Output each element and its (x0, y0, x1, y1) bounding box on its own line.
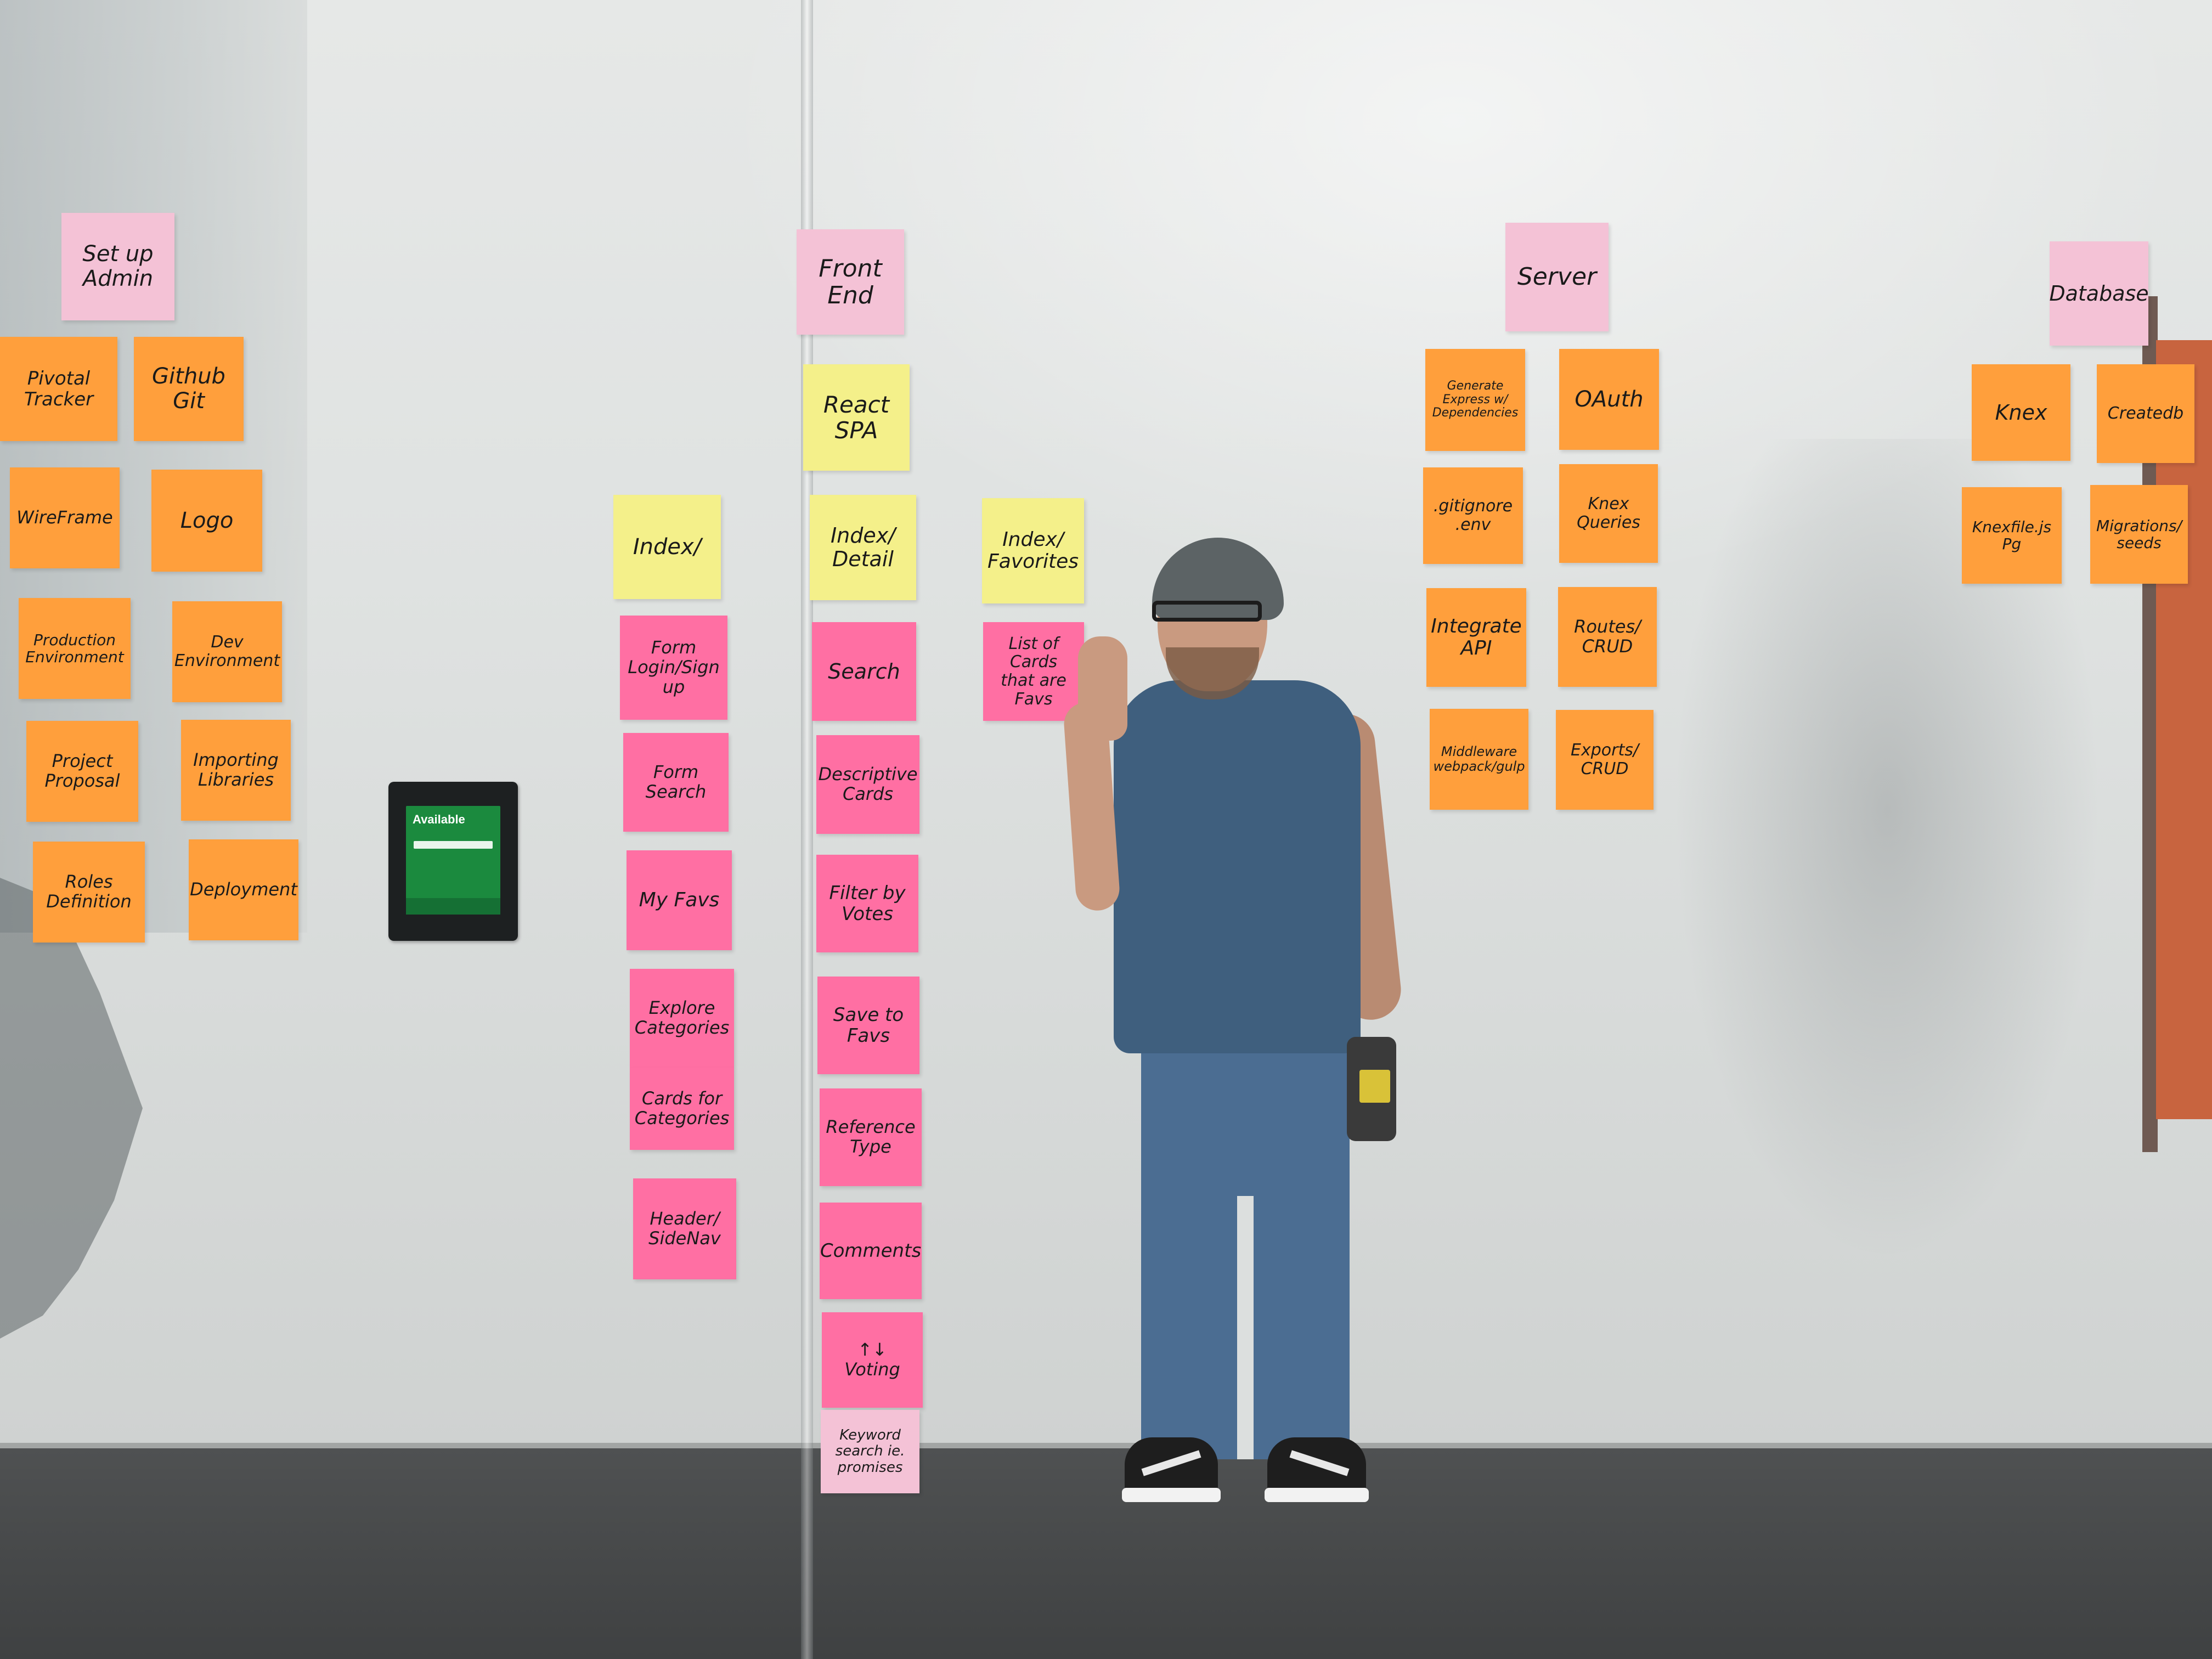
note-knex: Knex (1972, 364, 2070, 461)
note-cards-for-categories: Cards for Categories (630, 1068, 734, 1150)
leg-gap (1237, 1196, 1254, 1459)
note-reference-type: Reference Type (820, 1088, 922, 1186)
note-index-favorites: Index/ Favorites (982, 498, 1084, 603)
note-deployment: Deployment (189, 839, 298, 940)
note-roles-definition: Roles Definition (33, 842, 145, 943)
note-routes-crud: Routes/ CRUD (1558, 587, 1657, 687)
note-comments: Comments (820, 1203, 922, 1299)
note-descriptive-cards: Descriptive Cards (816, 735, 919, 834)
note-pivotal-tracker: Pivotal Tracker (0, 337, 117, 441)
right-sneaker (1267, 1437, 1366, 1498)
note-search: Search (812, 622, 916, 721)
person-glasses (1152, 601, 1262, 622)
note-form-search: Form Search (623, 733, 729, 832)
tablet-footer-bar (406, 898, 500, 915)
note-knex-queries: Knex Queries (1559, 464, 1658, 563)
note-keyword-search: Keyword search ie. promises (821, 1410, 919, 1493)
can-label (1359, 1070, 1390, 1103)
note-knexfile-pg: Knexfile.js Pg (1962, 487, 2062, 584)
tablet-status: Available (413, 812, 465, 826)
person-tshirt (1114, 680, 1361, 1053)
note-explore-categories: Explore Categories (630, 969, 734, 1068)
left-sneaker (1125, 1437, 1218, 1498)
note-list-of-cards-favs: List of Cards that are Favs (983, 622, 1084, 721)
right-sneaker-sole (1265, 1488, 1369, 1502)
note-front-end: Front End (797, 229, 904, 335)
note-index: Index/ (613, 495, 721, 599)
tablet-book-button[interactable] (414, 841, 493, 849)
note-database: Database (2049, 241, 2149, 346)
note-middleware: Middleware webpack/gulp (1430, 709, 1528, 810)
peace-sign-hand (1078, 636, 1127, 741)
note-production-environment: Production Environment (19, 598, 131, 699)
note-react-spa: React SPA (803, 364, 910, 471)
note-project-proposal: Project Proposal (26, 721, 138, 822)
note-migrations-seeds: Migrations/ seeds (2090, 485, 2188, 584)
note-github-git: Github Git (134, 337, 244, 441)
note-voting: ↑↓ Voting (822, 1312, 923, 1408)
note-gitignore-env: .gitignore .env (1423, 467, 1523, 564)
note-save-to-favs: Save to Favs (817, 977, 919, 1074)
note-header-sidenav: Header/ SideNav (633, 1178, 736, 1279)
note-createdb: Createdb (2097, 364, 2194, 463)
note-integrate-api: Integrate API (1426, 588, 1526, 687)
note-logo: Logo (151, 470, 262, 572)
note-server: Server (1505, 223, 1609, 331)
note-my-favs: My Favs (627, 850, 732, 950)
note-exports-crud: Exports/ CRUD (1556, 710, 1654, 810)
note-oauth: OAuth (1559, 349, 1659, 450)
note-setup-admin: Set up Admin (61, 213, 174, 320)
floor (0, 1448, 2212, 1659)
left-sneaker-sole (1122, 1488, 1221, 1502)
orange-door (2156, 340, 2212, 1119)
note-filter-by-votes: Filter by Votes (816, 855, 918, 952)
note-form-login-signup: Form Login/Sign up (620, 616, 727, 720)
note-dev-environment: Dev Environment (172, 601, 282, 702)
note-generate-express: Generate Express w/ Dependencies (1425, 349, 1525, 451)
note-importing-libraries: Importing Libraries (181, 720, 291, 821)
room-booking-tablet[interactable]: Available (388, 782, 518, 941)
tablet-screen[interactable]: Available (406, 806, 500, 915)
note-index-detail: Index/ Detail (810, 495, 916, 600)
note-wireframe: WireFrame (10, 467, 120, 568)
